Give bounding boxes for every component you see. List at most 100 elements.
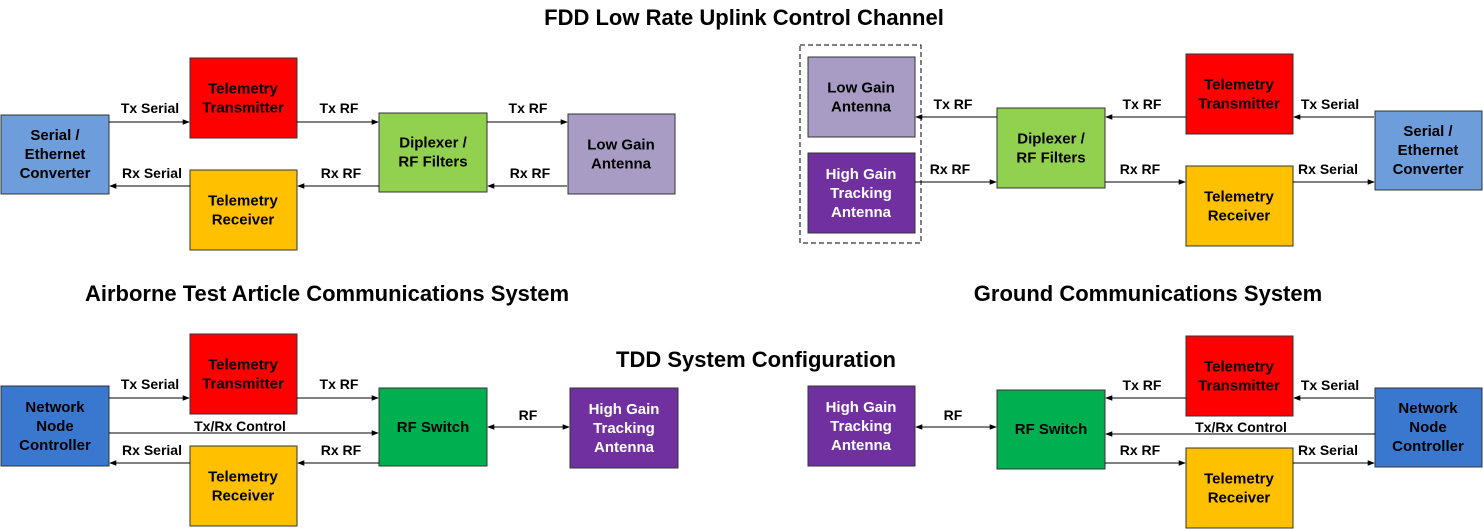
- block-label-line: Converter: [1393, 161, 1464, 178]
- block-label-line: RF Switch: [1015, 421, 1088, 438]
- block-label-line: Antenna: [591, 156, 652, 173]
- label-tdd-ground-txrx-control: Tx/Rx Control: [1195, 419, 1287, 435]
- label-fdd-ground-tx-serial: Tx Serial: [1301, 96, 1359, 112]
- block-label-line: Network: [1398, 400, 1458, 417]
- label-fdd-ground-rx-serial: Rx Serial: [1298, 161, 1358, 177]
- label-fdd-air-rx-rf-2: Rx RF: [321, 165, 362, 181]
- block-label-line: High Gain: [589, 401, 660, 418]
- block-label-line: Transmitter: [202, 100, 284, 117]
- svg-text:Diplexer /RF Filters: Diplexer /RF Filters: [398, 135, 467, 171]
- label-tdd-ground-tx-rf: Tx RF: [1123, 377, 1162, 393]
- block-label-line: Low Gain: [827, 80, 895, 97]
- block-label-line: High Gain: [826, 399, 897, 416]
- block-label-line: Transmitter: [1198, 378, 1280, 395]
- block-label-line: Controller: [1392, 438, 1464, 455]
- label-tdd-air-rx-rf: Rx RF: [321, 442, 362, 458]
- title-fdd: FDD Low Rate Uplink Control Channel: [544, 5, 944, 30]
- block-label-line: Telemetry: [208, 469, 278, 486]
- block-label-line: Antenna: [831, 204, 892, 221]
- block-label-line: Node: [1409, 419, 1447, 436]
- block-label-line: Transmitter: [1198, 96, 1280, 113]
- block-label-line: Low Gain: [587, 137, 655, 154]
- block-label-line: RF Filters: [1016, 150, 1085, 167]
- block-label-line: Telemetry: [1204, 77, 1274, 94]
- label-tdd-ground-rx-rf: Rx RF: [1120, 442, 1161, 458]
- label-fdd-ground-rx-rf-1: Rx RF: [930, 161, 971, 177]
- label-tdd-ground-tx-serial: Tx Serial: [1301, 377, 1359, 393]
- block-label-line: Telemetry: [208, 357, 278, 374]
- block-label-line: Telemetry: [1204, 359, 1274, 376]
- block-label-line: Telemetry: [208, 193, 278, 210]
- svg-text:RF Switch: RF Switch: [397, 419, 470, 436]
- block-label-line: Antenna: [831, 99, 892, 116]
- block-label-line: Serial /: [1403, 123, 1453, 140]
- fdd-air-diplexer: Diplexer /RF Filters: [378, 112, 488, 193]
- label-tdd-air-rx-serial: Rx Serial: [122, 442, 182, 458]
- block-label-line: Controller: [19, 437, 91, 454]
- block-label-line: High Gain: [826, 166, 897, 183]
- block-label-line: Network: [25, 399, 85, 416]
- block-label-line: Ethernet: [25, 146, 86, 163]
- label-fdd-air-tx-rf-2: Tx RF: [509, 100, 548, 116]
- label-fdd-ground-tx-rf-2: Tx RF: [934, 96, 973, 112]
- block-label-line: RF Filters: [398, 154, 467, 171]
- label-tdd-air-rf: RF: [519, 407, 538, 423]
- block-label-line: Telemetry: [1204, 189, 1274, 206]
- title-tdd: TDD System Configuration: [616, 347, 896, 372]
- svg-text:Diplexer /RF Filters: Diplexer / RF Filters: [1016, 131, 1085, 167]
- title-airborne: Airborne Test Article Communications Sys…: [85, 281, 569, 306]
- block-label-line: Antenna: [831, 437, 892, 454]
- label-fdd-ground-rx-rf-2: Rx RF: [1120, 161, 1161, 177]
- block-label-line: Diplexer /: [1017, 131, 1085, 148]
- block-label-line: Tracking: [593, 420, 655, 437]
- block-label-line: Telemetry: [1204, 471, 1274, 488]
- block-label-line: Transmitter: [202, 376, 284, 393]
- tdd-air-rf-switch: RF Switch: [378, 387, 488, 467]
- block-label-line: Receiver: [1208, 490, 1271, 507]
- block-label-line: Converter: [20, 165, 91, 182]
- label-fdd-air-rx-rf-1: Rx RF: [510, 165, 551, 181]
- label-fdd-air-rx-serial: Rx Serial: [122, 165, 182, 181]
- block-label-line: Receiver: [212, 488, 275, 505]
- label-fdd-air-tx-rf-1: Tx RF: [320, 100, 359, 116]
- label-fdd-air-tx-serial: Tx Serial: [121, 100, 179, 116]
- label-tdd-air-tx-serial: Tx Serial: [121, 376, 179, 392]
- block-label-line: Ethernet: [1398, 142, 1459, 159]
- antenna-group-dashed-border: [799, 44, 922, 244]
- label-tdd-ground-rx-serial: Rx Serial: [1298, 442, 1358, 458]
- block-label-line: Serial /: [30, 127, 80, 144]
- block-label-line: Antenna: [594, 439, 655, 456]
